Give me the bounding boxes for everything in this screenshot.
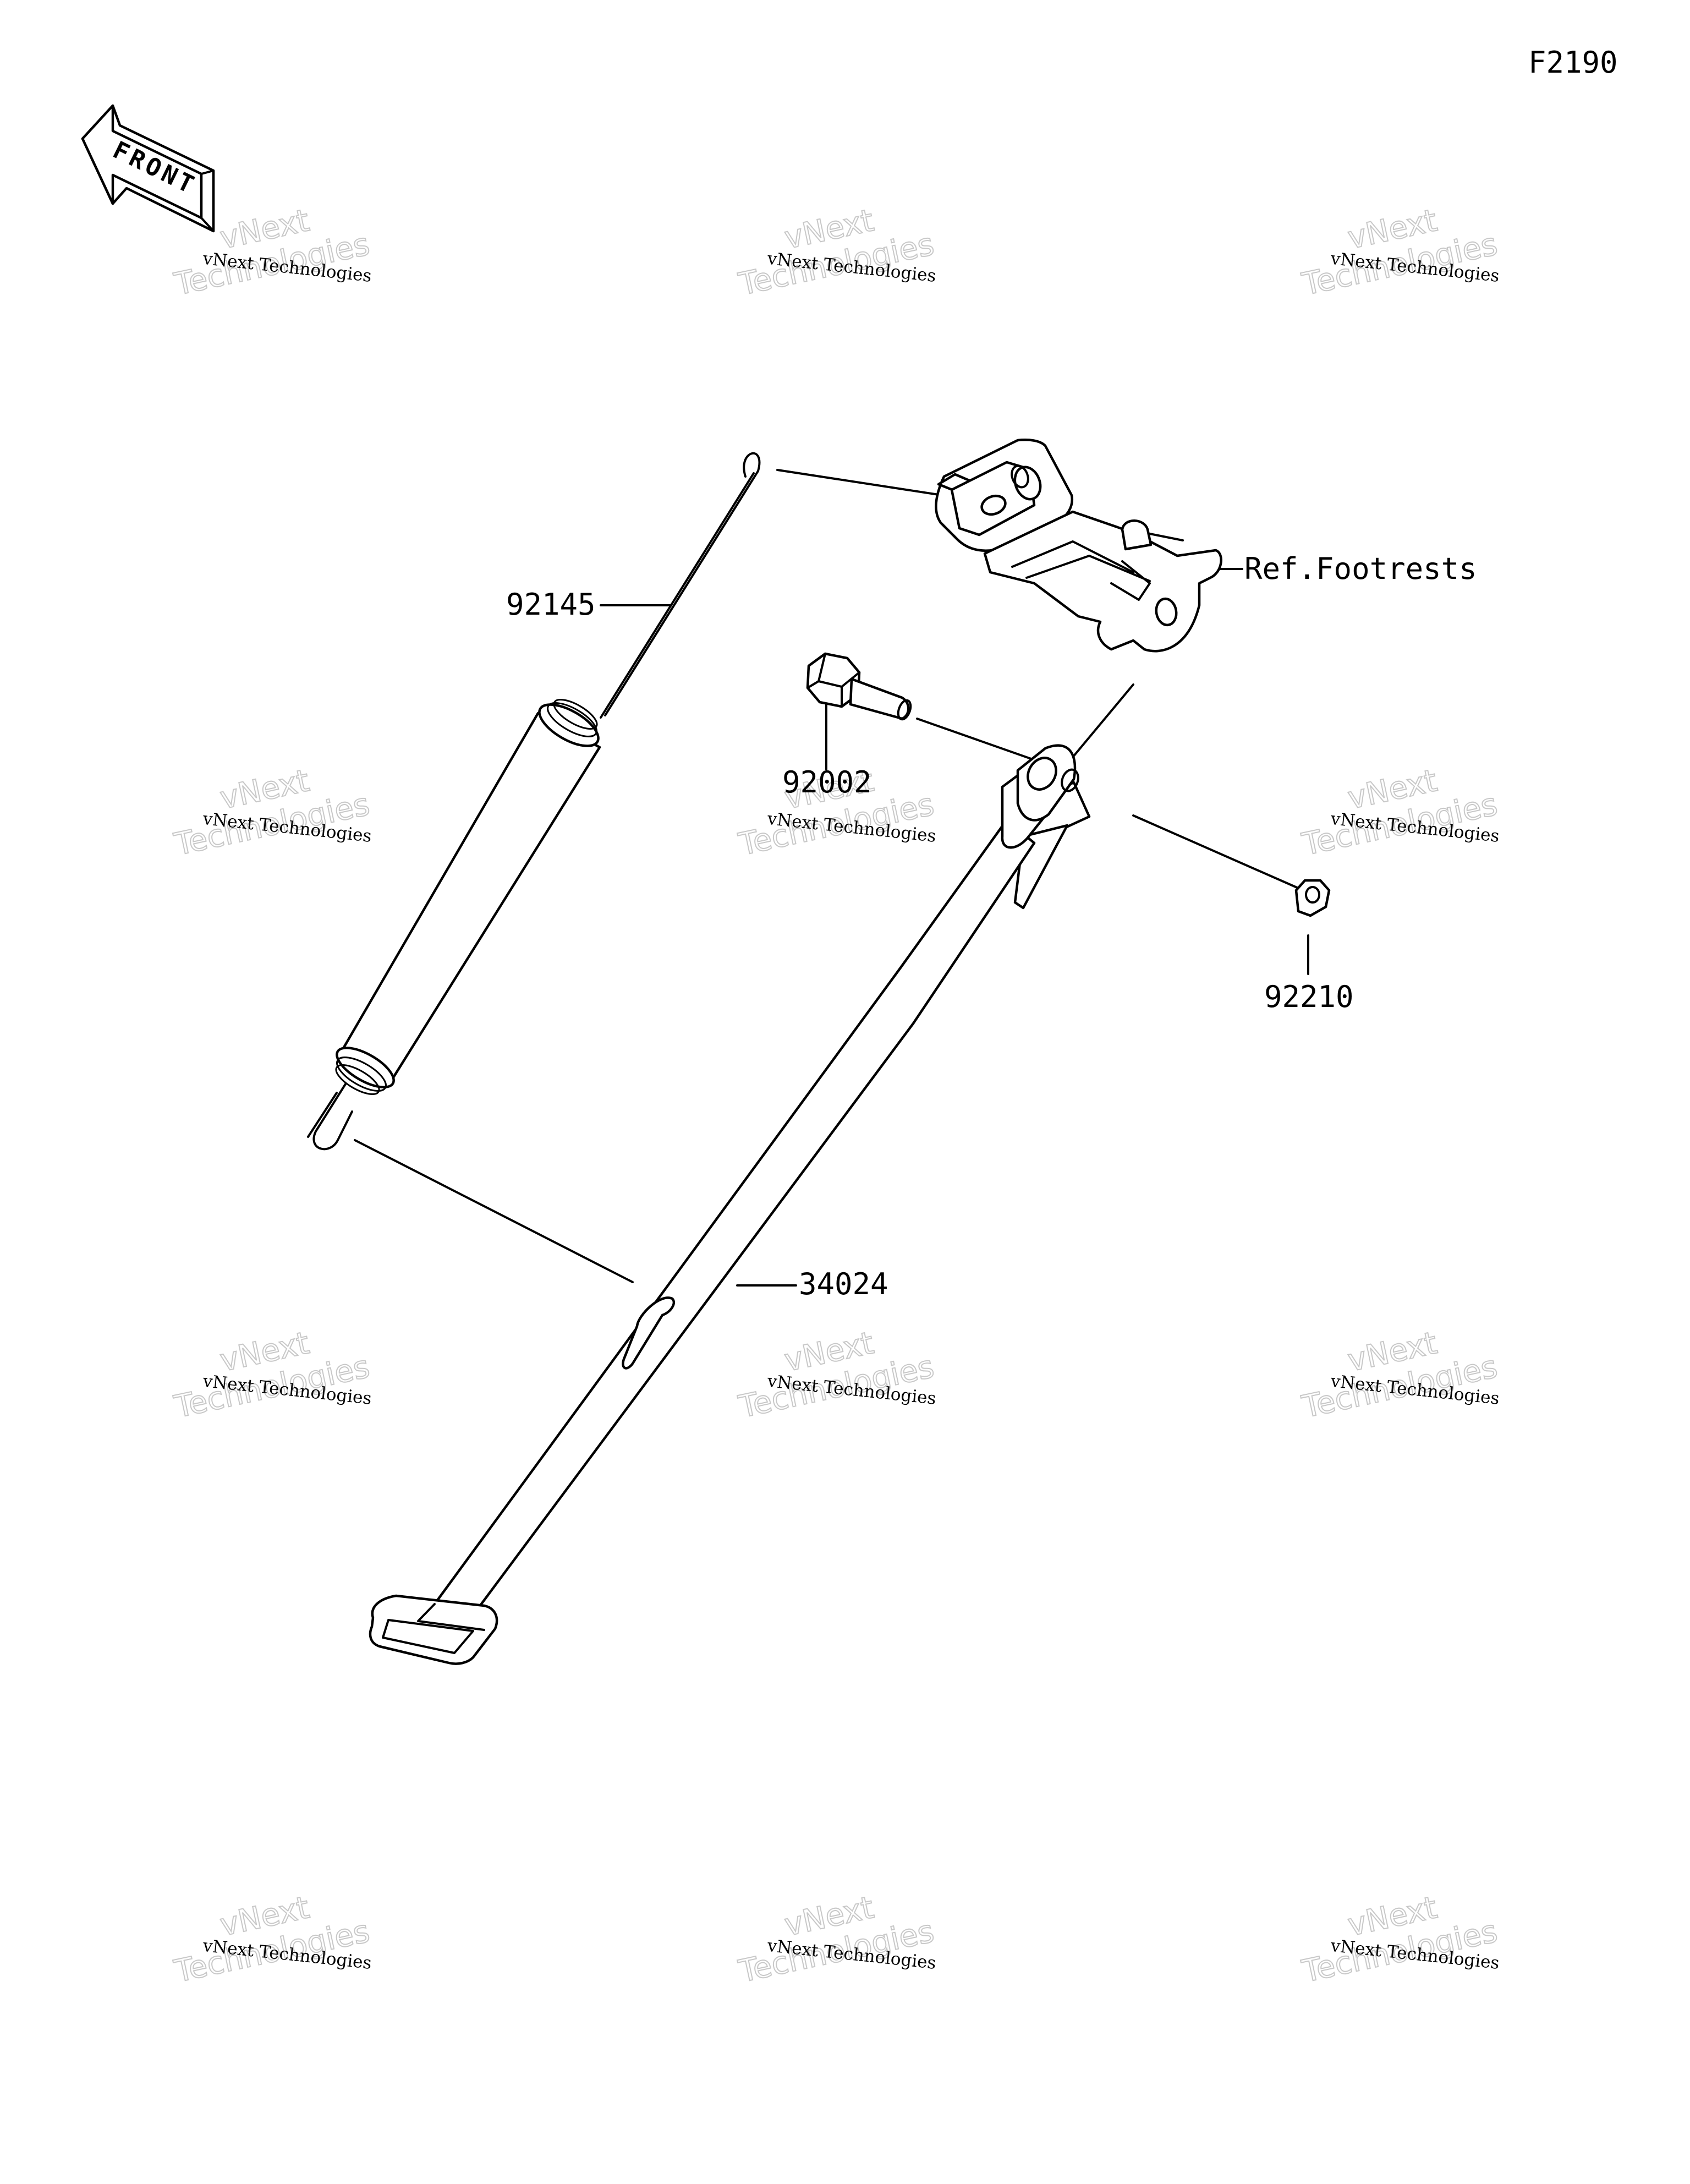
- part-label-92002: 92002: [782, 765, 872, 800]
- watermark: Technologies vNext vNext Technologies: [735, 202, 937, 303]
- watermark: Technologies vNext vNext Technologies: [1298, 1324, 1501, 1426]
- watermark: Technologies vNext vNext Technologies: [171, 1889, 373, 1990]
- watermark: Technologies vNext vNext Technologies: [1298, 1889, 1501, 1990]
- watermark: Technologies vNext vNext Technologies: [1298, 762, 1501, 863]
- nut-part: [1294, 879, 1331, 917]
- watermark: Technologies vNext vNext Technologies: [171, 1324, 373, 1426]
- footrest-bracket-part: [935, 439, 1222, 653]
- watermark: Technologies vNext vNext Technologies: [171, 762, 373, 863]
- front-arrow-icon: FRONT: [81, 104, 215, 233]
- spring-part: [307, 452, 761, 1151]
- watermark: Technologies vNext vNext Technologies: [1298, 202, 1501, 303]
- side-stand-part: [369, 744, 1091, 1665]
- figure-code: F2190: [1528, 45, 1618, 80]
- part-label-34024: 34024: [799, 1267, 888, 1301]
- part-label-ref-footrests: Ref.Footrests: [1244, 551, 1477, 586]
- part-label-92145: 92145: [506, 587, 596, 622]
- part-label-92210: 92210: [1264, 979, 1354, 1014]
- watermark: Technologies vNext vNext Technologies: [735, 1324, 937, 1426]
- watermark: Technologies vNext vNext Technologies: [735, 1889, 937, 1990]
- bolt-part: [806, 652, 912, 721]
